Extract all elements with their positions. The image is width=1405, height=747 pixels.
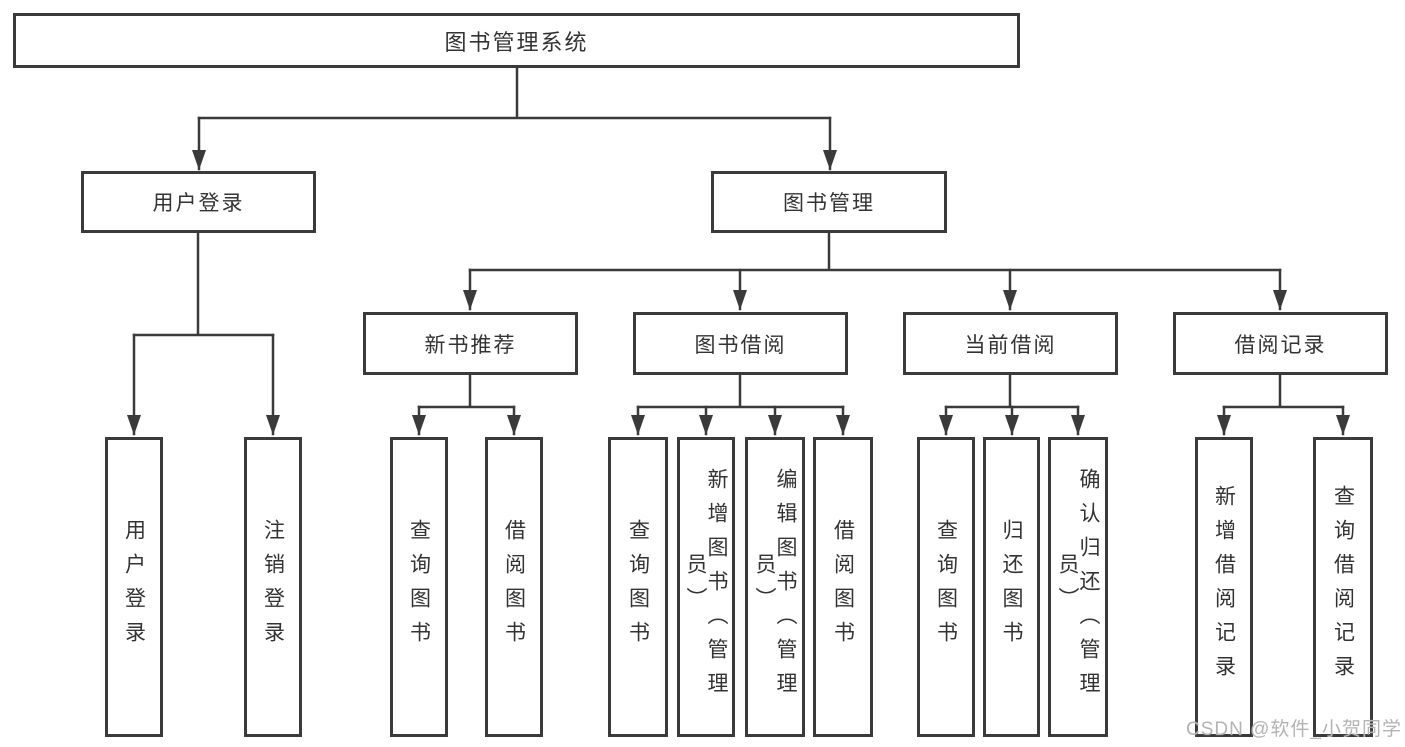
leaf-query-books: 查询图书 xyxy=(917,437,975,737)
node-label: 新增借阅记录 xyxy=(1212,485,1236,689)
node-label: 借阅图书 xyxy=(502,519,526,655)
node-label: 新增图书（管理员） xyxy=(684,468,728,706)
node-label: 注销登录 xyxy=(261,519,285,655)
node-label: 图书管理 xyxy=(783,192,875,215)
node-label: 归还图书 xyxy=(1000,519,1023,655)
node-library-management-system: 图书管理系统 xyxy=(13,13,1020,68)
node-label: 借阅记录 xyxy=(1234,333,1327,357)
node-label: 编辑图书（管理员） xyxy=(753,468,797,706)
node-label: 用户登录 xyxy=(152,192,245,215)
csdn-watermark: CSDN @软件_小贺同学 xyxy=(1186,719,1402,740)
leaf-query-borrow-record: 查询借阅记录 xyxy=(1313,437,1373,737)
leaf-query-books: 查询图书 xyxy=(608,437,668,737)
node-label: 图书借阅 xyxy=(694,333,787,357)
leaf-borrow-books: 借阅图书 xyxy=(485,437,543,737)
node-user-login: 用户登录 xyxy=(81,171,316,233)
node-label: 查询图书 xyxy=(407,519,431,655)
node-book-borrowing: 图书借阅 xyxy=(633,312,848,375)
node-new-book-recommendation: 新书推荐 xyxy=(363,312,578,375)
node-current-borrowing: 当前借阅 xyxy=(903,312,1118,375)
node-borrowing-records: 借阅记录 xyxy=(1173,312,1388,375)
leaf-edit-books-admin: 编辑图书（管理员） xyxy=(745,437,805,737)
node-label: 图书管理系统 xyxy=(444,29,589,55)
node-label: 查询图书 xyxy=(934,519,958,655)
leaf-confirm-return-admin: 确认归还（管理员） xyxy=(1048,437,1108,737)
leaf-add-books-admin: 新增图书（管理员） xyxy=(677,437,735,737)
leaf-add-borrow-record: 新增借阅记录 xyxy=(1195,437,1253,737)
leaf-query-books: 查询图书 xyxy=(390,437,448,737)
leaf-logout: 注销登录 xyxy=(244,437,302,737)
node-label: 查询借阅记录 xyxy=(1331,485,1355,689)
leaf-borrow-books: 借阅图书 xyxy=(813,437,873,737)
leaf-user-login: 用户登录 xyxy=(105,437,163,737)
leaf-return-books: 归还图书 xyxy=(983,437,1040,737)
node-label: 查询图书 xyxy=(626,519,650,655)
node-label: 借阅图书 xyxy=(831,519,855,655)
node-label: 当前借阅 xyxy=(964,333,1057,357)
node-label: 确认归还（管理员） xyxy=(1056,468,1100,706)
node-label: 新书推荐 xyxy=(424,333,517,357)
node-book-management: 图书管理 xyxy=(711,171,947,233)
node-label: 用户登录 xyxy=(122,519,146,655)
